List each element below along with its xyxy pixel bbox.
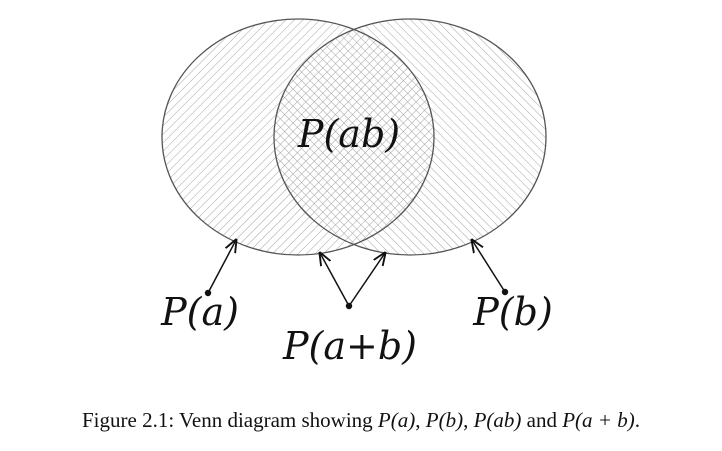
union-arrow-left	[320, 253, 350, 307]
set-b-region	[274, 19, 546, 255]
set-a-label: P(a)	[160, 290, 239, 334]
set-a-dot	[204, 289, 212, 297]
caption-term-pa: P(a)	[377, 408, 415, 432]
caption-term-pab: P(ab)	[473, 408, 522, 432]
caption-term-pb: P(b)	[425, 408, 463, 432]
set-b-outline	[273, 18, 547, 256]
set-b-arrow	[472, 240, 506, 293]
set-a-outline	[161, 18, 435, 256]
caption-suffix: .	[635, 408, 640, 432]
set-b-dot	[501, 288, 509, 296]
union-label: P(a+b)	[282, 324, 417, 368]
intersection-label: P(ab)	[297, 112, 400, 156]
union-arrow-right	[348, 253, 385, 307]
caption-separator-2: ,	[463, 408, 474, 432]
figure-caption: Figure 2.1: Venn diagram showing P(a), P…	[82, 408, 640, 432]
caption-term-p-union: P(a + b)	[561, 408, 635, 432]
set-b-label: P(b)	[472, 290, 553, 334]
caption-prefix: Figure 2.1: Venn diagram showing	[82, 408, 378, 432]
caption-separator-3: and	[521, 408, 562, 432]
caption-separator-1: ,	[415, 408, 426, 432]
union-dot	[345, 302, 353, 310]
set-a-arrow	[207, 240, 236, 294]
